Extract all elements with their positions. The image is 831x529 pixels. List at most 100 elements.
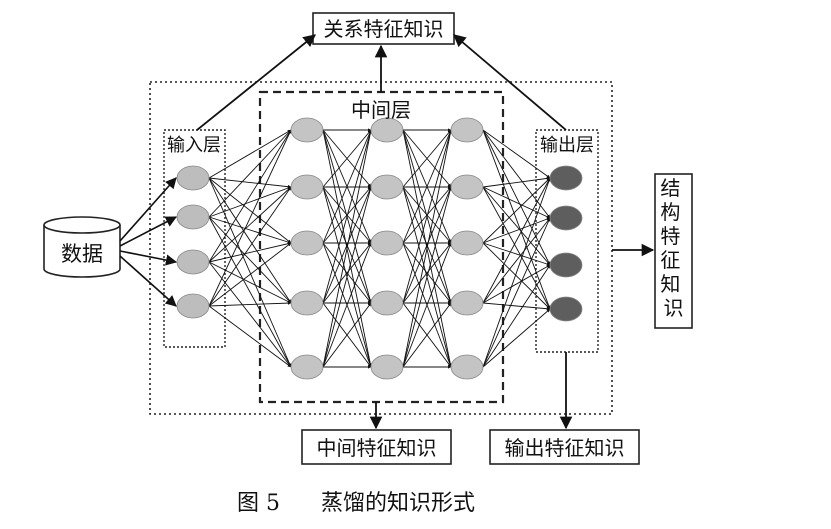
arrow-data-to-input-2	[119, 216, 177, 247]
structure-knowledge-char-4: 征	[660, 248, 680, 272]
connection-2-1-0	[402, 129, 452, 188]
connection-2-3-2	[402, 242, 452, 304]
connection-3-3-0	[482, 177, 551, 304]
connection-2-4-1	[402, 186, 452, 368]
connection-3-1-1	[482, 186, 551, 219]
connection-3-0-1	[482, 129, 551, 219]
connection-3-4-0	[482, 177, 551, 368]
connection-3-4-2	[482, 264, 551, 368]
structure-knowledge-char-3: 特	[660, 224, 680, 248]
connection-1-4-3	[322, 302, 372, 368]
arrow-input-to-relation	[196, 34, 316, 131]
connection-3-3-2	[482, 264, 551, 304]
hidden-neuron-3-0	[450, 117, 484, 143]
input-neuron-2	[176, 249, 210, 275]
connection-1-4-1	[322, 186, 372, 368]
connection-3-3-3	[482, 302, 551, 311]
connection-0-1-4	[208, 216, 292, 368]
connection-1-3-2	[322, 242, 372, 304]
hidden-neuron-3-3	[450, 290, 484, 316]
hidden-neuron-2-2	[370, 230, 404, 256]
connection-1-4-2	[322, 242, 372, 368]
hidden-neuron-1-0	[290, 117, 324, 143]
connection-3-0-3	[482, 129, 551, 310]
structure-knowledge-char-2: 构	[660, 200, 680, 224]
connection-0-0-3	[208, 177, 292, 304]
middle-knowledge-box	[301, 429, 452, 465]
structure-knowledge-box	[654, 173, 693, 329]
output-layer-label: 输出层	[540, 135, 594, 156]
connection-0-0-1	[208, 177, 292, 189]
connection-1-1-0	[322, 129, 372, 188]
hidden-neuron-1-3	[290, 290, 324, 316]
connection-3-2-1	[482, 217, 551, 244]
hidden-neuron-2-1	[370, 174, 404, 200]
data-cylinder	[43, 216, 121, 278]
input-neuron-1	[176, 204, 210, 230]
output-neuron-1	[549, 205, 583, 231]
hidden-neuron-1-4	[290, 354, 324, 380]
connection-0-1-3	[208, 216, 292, 304]
hidden-neuron-1-2	[290, 230, 324, 256]
hidden-neuron-2-0	[370, 117, 404, 143]
output-knowledge-box	[489, 429, 640, 465]
arrow-data-to-input-3	[119, 250, 178, 266]
middle-layer-label: 中间层	[351, 98, 411, 122]
connection-0-3-0	[208, 129, 292, 307]
connection-0-1-0	[208, 129, 292, 218]
structure-knowledge-char-6: 识	[664, 296, 684, 320]
relation-knowledge-box	[312, 12, 455, 45]
connection-0-0-0	[208, 129, 292, 179]
network-neurons	[176, 117, 583, 380]
input-neuron-0	[176, 165, 210, 191]
output-knowledge-label: 输出特征知识	[505, 436, 625, 460]
hidden-neuron-3-1	[450, 174, 484, 200]
arrow-data-to-input-4	[119, 255, 177, 307]
hidden-neuron-3-4	[450, 354, 484, 380]
caption-number: 图 5	[237, 491, 280, 516]
structure-knowledge-char-1: 结	[660, 176, 680, 200]
network-connections	[208, 128, 551, 369]
connection-0-1-2	[208, 216, 292, 244]
connection-0-3-3	[208, 301, 292, 307]
connection-3-1-3	[482, 186, 551, 310]
connection-0-1-1	[208, 186, 292, 218]
connection-2-4-0	[402, 129, 453, 368]
structure-knowledge-char-5: 知	[660, 272, 680, 296]
connection-1-4-0	[322, 129, 373, 368]
connection-1-3-0	[322, 129, 372, 304]
output-neuron-2	[549, 252, 583, 278]
connection-3-2-2	[482, 242, 551, 266]
connection-2-4-2	[402, 242, 452, 368]
connection-0-3-1	[208, 186, 292, 307]
connection-3-1-0	[482, 176, 551, 188]
connection-0-0-4	[208, 177, 292, 368]
connection-0-3-4	[208, 305, 292, 368]
input-neuron-3	[176, 293, 210, 319]
connection-1-3-1	[322, 186, 372, 304]
connection-3-0-0	[482, 129, 551, 179]
connection-3-2-3	[482, 242, 551, 310]
connection-2-3-1	[402, 186, 452, 304]
relation-knowledge-label: 关系特征知识	[324, 17, 444, 41]
connection-0-2-3	[208, 261, 292, 304]
input-layer-frame	[163, 129, 226, 348]
data-label: 数据	[61, 242, 103, 266]
output-layer-frame	[535, 129, 599, 353]
connection-3-1-2	[482, 186, 551, 266]
input-layer-label: 输入层	[167, 135, 221, 156]
arrow-data-to-input-1	[119, 177, 177, 242]
hidden-neuron-1-1	[290, 174, 324, 200]
connection-2-2-0	[402, 129, 452, 244]
caption-text: 蒸馏的知识形式	[321, 491, 475, 516]
hidden-neuron-3-2	[450, 230, 484, 256]
arrow-output-to-relation	[453, 34, 567, 131]
connection-0-2-4	[208, 261, 292, 368]
connection-0-3-2	[208, 242, 292, 307]
structure-knowledge-label: 结 构 特 征 知 识	[660, 176, 686, 320]
connection-3-2-0	[482, 177, 551, 244]
connection-2-3-0	[402, 129, 452, 304]
connection-3-4-3	[482, 308, 551, 368]
connection-0-2-0	[208, 129, 292, 263]
